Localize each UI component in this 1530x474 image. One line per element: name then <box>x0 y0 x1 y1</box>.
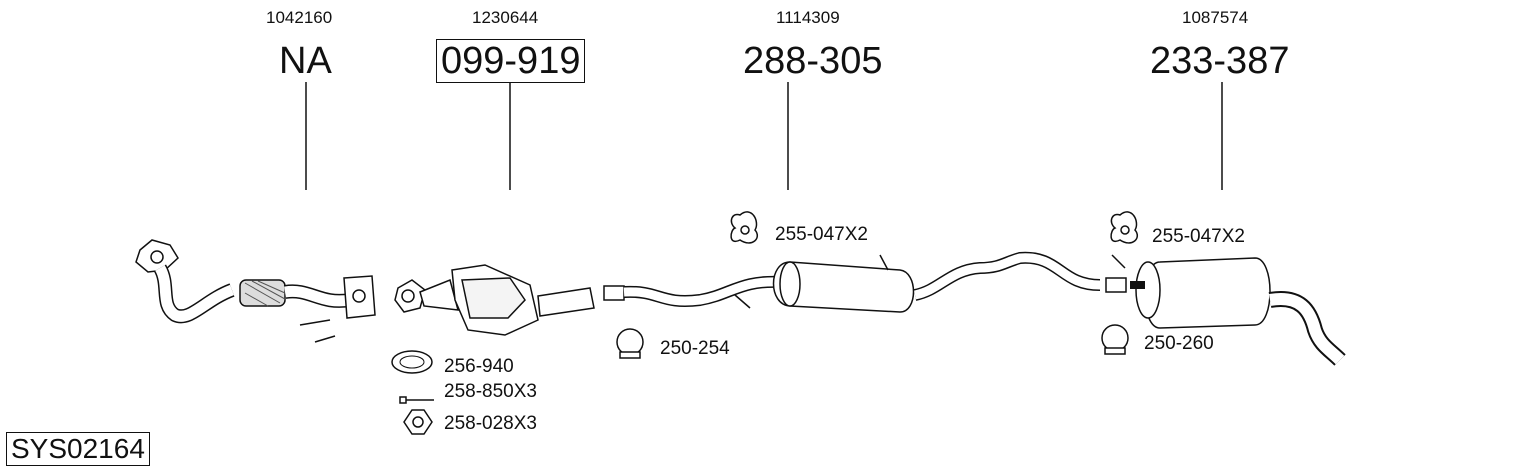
part-label-clamp-mid: 250-254 <box>660 338 730 359</box>
nut-icon <box>403 409 433 435</box>
part-label-gasket: 256-940 <box>444 356 514 377</box>
ref-number: 1114309 <box>776 8 840 27</box>
system-id: SYS02164 <box>6 432 150 466</box>
part-code: 288-305 <box>743 40 883 82</box>
hanger-icon <box>730 211 759 244</box>
part-code: 233-387 <box>1150 40 1290 82</box>
part-code: NA <box>279 40 332 82</box>
rear-silencer <box>1105 254 1346 366</box>
ref-number: 1042160 <box>266 8 333 27</box>
bolt-icon <box>399 396 434 404</box>
clamp-icon <box>1101 324 1129 355</box>
hanger-icon <box>1110 211 1139 244</box>
middle-silencer <box>603 251 1101 313</box>
part-label-hanger-rear: 255-047X2 <box>1152 226 1245 247</box>
part-label-nut: 258-028X3 <box>444 413 537 434</box>
catalytic-converter <box>394 264 595 336</box>
part-label-hanger-mid: 255-047X2 <box>775 224 868 245</box>
part-code: 099-919 <box>436 39 586 83</box>
ref-number: 1230644 <box>472 8 539 27</box>
front-pipe <box>135 239 376 343</box>
part-label-clamp-rear: 250-260 <box>1144 333 1214 354</box>
part-label-bolt: 258-850X3 <box>444 381 537 402</box>
ref-number: 1087574 <box>1182 8 1249 27</box>
clamp-icon <box>616 328 644 359</box>
